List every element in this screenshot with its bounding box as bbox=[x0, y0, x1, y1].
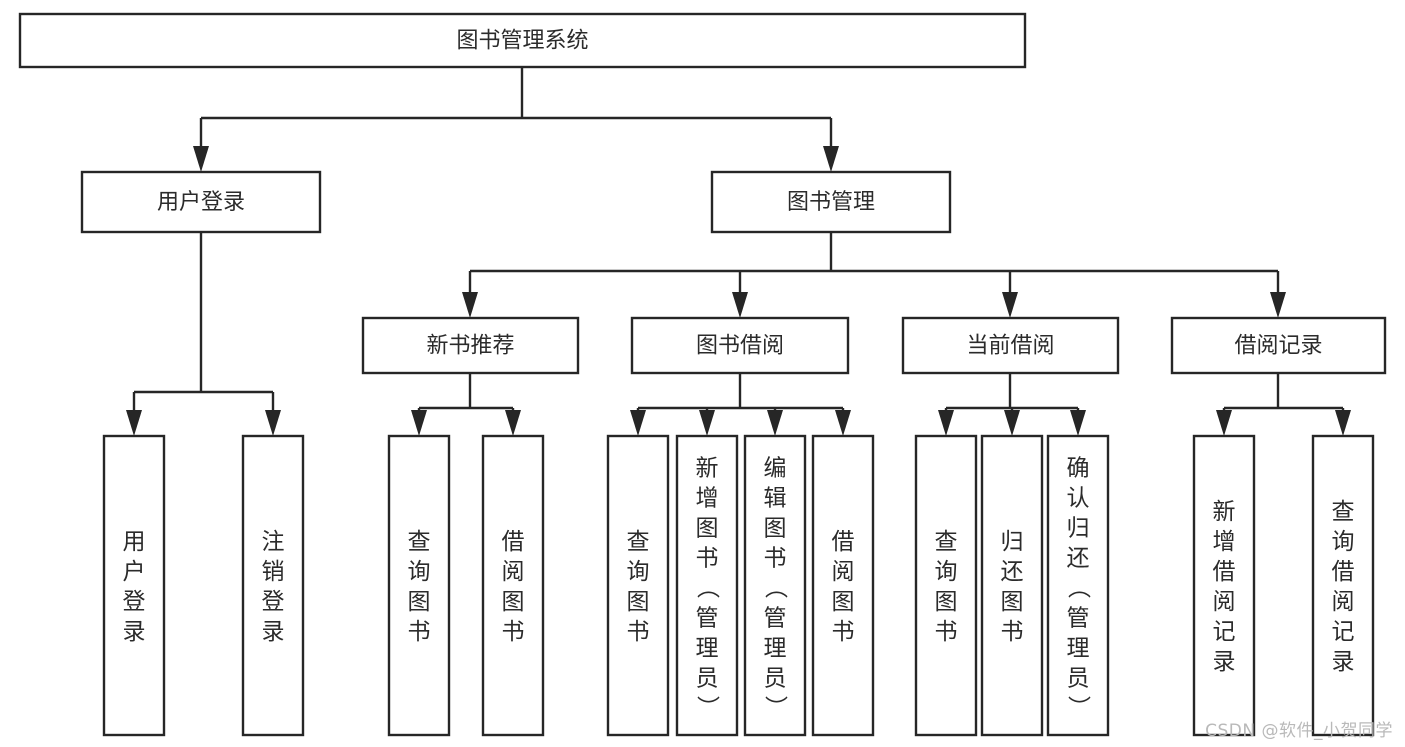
node-leaf-borrow-book-rec[interactable]: 借阅图书 bbox=[481, 434, 545, 737]
arrow-head-icon bbox=[630, 410, 646, 436]
node-box-user-login[interactable] bbox=[80, 170, 322, 234]
node-label-leaf-confirm-return-admin: 确认归还（管理员） bbox=[1067, 455, 1092, 721]
connector-c-current-borrow bbox=[938, 373, 1086, 436]
node-box-leaf-query-book-rec[interactable] bbox=[387, 434, 451, 737]
node-leaf-query-book-cur[interactable]: 查询图书 bbox=[914, 434, 978, 737]
arrow-head-icon bbox=[1070, 410, 1086, 436]
node-label-leaf-query-book-borrow: 查询图书 bbox=[627, 529, 650, 645]
arrow-head-icon bbox=[462, 292, 478, 318]
arrow-head-icon bbox=[193, 146, 209, 172]
node-new-book-recommend[interactable]: 新书推荐 bbox=[361, 316, 580, 375]
node-label-leaf-logout: 注销登录 bbox=[262, 529, 285, 645]
node-label-root: 图书管理系统 bbox=[456, 29, 588, 54]
node-label-current-borrow: 当前借阅 bbox=[966, 334, 1054, 359]
arrow-head-icon bbox=[1216, 410, 1232, 436]
node-label-leaf-borrow-book: 借阅图书 bbox=[832, 529, 855, 645]
node-box-root[interactable] bbox=[18, 12, 1027, 69]
node-leaf-edit-book-admin[interactable]: 编辑图书（管理员） bbox=[743, 434, 807, 737]
node-label-leaf-query-borrow-record: 查询借阅记录 bbox=[1332, 499, 1355, 675]
arrow-head-icon bbox=[699, 410, 715, 436]
node-box-leaf-borrow-book[interactable] bbox=[811, 434, 875, 737]
node-leaf-add-book-admin[interactable]: 新增图书（管理员） bbox=[675, 434, 739, 737]
arrow-head-icon bbox=[505, 410, 521, 436]
arrow-head-icon bbox=[938, 410, 954, 436]
arrow-head-icon bbox=[126, 410, 142, 436]
node-box-leaf-user-login[interactable] bbox=[102, 434, 166, 737]
node-user-login[interactable]: 用户登录 bbox=[80, 170, 322, 234]
node-box-leaf-edit-book-admin[interactable] bbox=[743, 434, 807, 737]
node-box-leaf-add-book-admin[interactable] bbox=[675, 434, 739, 737]
node-box-leaf-borrow-book-rec[interactable] bbox=[481, 434, 545, 737]
node-borrow-record[interactable]: 借阅记录 bbox=[1170, 316, 1387, 375]
node-box-current-borrow[interactable] bbox=[901, 316, 1120, 375]
node-box-borrow-record[interactable] bbox=[1170, 316, 1387, 375]
node-box-leaf-confirm-return-admin[interactable] bbox=[1046, 434, 1110, 737]
arrow-head-icon bbox=[1004, 410, 1020, 436]
nodes-layer: 图书管理系统用户登录图书管理新书推荐图书借阅当前借阅借阅记录用户登录注销登录查询… bbox=[18, 12, 1387, 737]
node-leaf-confirm-return-admin[interactable]: 确认归还（管理员） bbox=[1046, 434, 1110, 737]
node-label-leaf-return-book: 归还图书 bbox=[1001, 529, 1024, 645]
node-label-book-borrow: 图书借阅 bbox=[696, 334, 784, 359]
node-label-leaf-add-borrow-record: 新增借阅记录 bbox=[1213, 499, 1236, 675]
node-book-management[interactable]: 图书管理 bbox=[710, 170, 952, 234]
node-leaf-user-login[interactable]: 用户登录 bbox=[102, 434, 166, 737]
node-label-leaf-query-book-rec: 查询图书 bbox=[408, 529, 431, 645]
arrow-head-icon bbox=[732, 292, 748, 318]
node-box-leaf-add-borrow-record[interactable] bbox=[1192, 434, 1256, 737]
arrow-head-icon bbox=[1002, 292, 1018, 318]
node-leaf-return-book[interactable]: 归还图书 bbox=[980, 434, 1044, 737]
node-leaf-query-book-rec[interactable]: 查询图书 bbox=[387, 434, 451, 737]
csdn-watermark: CSDN @软件_小贺同学 bbox=[1205, 721, 1393, 741]
node-box-leaf-return-book[interactable] bbox=[980, 434, 1044, 737]
node-box-leaf-query-book-cur[interactable] bbox=[914, 434, 978, 737]
node-label-new-book-recommend: 新书推荐 bbox=[426, 334, 514, 359]
connector-c-root bbox=[193, 67, 839, 172]
node-leaf-query-book-borrow[interactable]: 查询图书 bbox=[606, 434, 670, 737]
node-label-leaf-add-book-admin: 新增图书（管理员） bbox=[696, 455, 721, 721]
node-label-leaf-query-book-cur: 查询图书 bbox=[935, 529, 958, 645]
node-label-leaf-borrow-book-rec: 借阅图书 bbox=[502, 529, 525, 645]
connectors-layer bbox=[126, 67, 1351, 436]
connector-c-book-borrow bbox=[630, 373, 851, 436]
node-leaf-query-borrow-record[interactable]: 查询借阅记录 bbox=[1311, 434, 1375, 737]
node-leaf-add-borrow-record[interactable]: 新增借阅记录 bbox=[1192, 434, 1256, 737]
node-box-leaf-query-borrow-record[interactable] bbox=[1311, 434, 1375, 737]
node-book-borrow[interactable]: 图书借阅 bbox=[630, 316, 850, 375]
node-leaf-borrow-book[interactable]: 借阅图书 bbox=[811, 434, 875, 737]
arrow-head-icon bbox=[1335, 410, 1351, 436]
arrow-head-icon bbox=[835, 410, 851, 436]
node-box-leaf-query-book-borrow[interactable] bbox=[606, 434, 670, 737]
connector-c-user-login bbox=[126, 232, 281, 436]
node-box-leaf-logout[interactable] bbox=[241, 434, 305, 737]
node-current-borrow[interactable]: 当前借阅 bbox=[901, 316, 1120, 375]
node-box-new-book-recommend[interactable] bbox=[361, 316, 580, 375]
connector-c-borrow-record bbox=[1216, 373, 1351, 436]
node-box-book-management[interactable] bbox=[710, 170, 952, 234]
node-label-user-login: 用户登录 bbox=[157, 190, 245, 215]
connector-c-book-management bbox=[462, 232, 1286, 318]
arrow-head-icon bbox=[823, 146, 839, 172]
connector-c-new-book-recommend bbox=[411, 373, 521, 436]
arrow-head-icon bbox=[265, 410, 281, 436]
arrow-head-icon bbox=[1270, 292, 1286, 318]
node-label-leaf-edit-book-admin: 编辑图书（管理员） bbox=[764, 455, 789, 721]
node-leaf-logout[interactable]: 注销登录 bbox=[241, 434, 305, 737]
node-label-leaf-user-login: 用户登录 bbox=[123, 529, 146, 645]
node-root[interactable]: 图书管理系统 bbox=[18, 12, 1027, 69]
node-label-borrow-record: 借阅记录 bbox=[1234, 334, 1322, 359]
arrow-head-icon bbox=[411, 410, 427, 436]
node-label-book-management: 图书管理 bbox=[787, 190, 875, 215]
node-box-book-borrow[interactable] bbox=[630, 316, 850, 375]
arrow-head-icon bbox=[767, 410, 783, 436]
